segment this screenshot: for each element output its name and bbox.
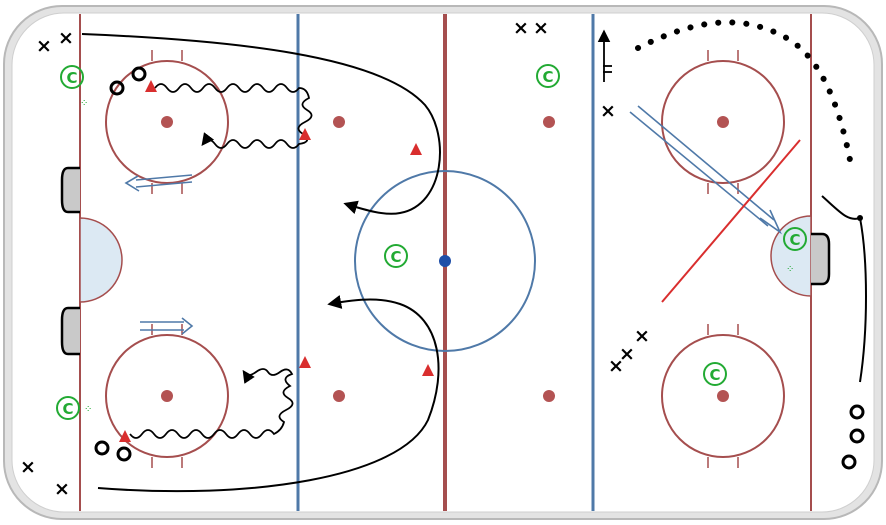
pass-arrow-right-diagonal bbox=[629, 105, 782, 235]
stickhandle-path-top bbox=[154, 83, 313, 149]
stickhandle-path-bottom bbox=[129, 368, 294, 439]
center-faceoff-dot bbox=[439, 255, 451, 267]
puck-dot bbox=[857, 215, 863, 221]
o-player bbox=[131, 66, 147, 82]
x-player-group: × × × bbox=[608, 325, 650, 377]
neutral-dot-right-top bbox=[543, 116, 555, 128]
x-player: × bbox=[58, 27, 74, 49]
x-player: × bbox=[608, 355, 624, 377]
pass-arrow-left-bottom bbox=[140, 317, 194, 335]
svg-text:C: C bbox=[62, 400, 73, 418]
svg-text:⁘: ⁘ bbox=[80, 98, 88, 109]
x-player: × bbox=[36, 35, 52, 57]
cone bbox=[145, 80, 157, 92]
right-goal-crease bbox=[770, 215, 812, 297]
cone bbox=[299, 128, 311, 140]
o-player bbox=[841, 454, 857, 470]
x-player: × bbox=[634, 325, 650, 347]
neutral-dot-left-top bbox=[333, 116, 345, 128]
left-bottom-faceoff-circle bbox=[105, 324, 229, 468]
svg-text:⁘: ⁘ bbox=[84, 404, 92, 415]
cone bbox=[119, 430, 131, 442]
svg-text:C: C bbox=[390, 248, 401, 266]
cone bbox=[299, 356, 311, 368]
coach: C ⁘ bbox=[783, 227, 807, 275]
x-player: × bbox=[600, 100, 616, 122]
left-net-top bbox=[60, 166, 80, 214]
left-top-faceoff-circle bbox=[105, 50, 229, 194]
x-player: × bbox=[513, 17, 529, 39]
coach: C bbox=[703, 362, 727, 386]
svg-text:C: C bbox=[542, 68, 553, 86]
svg-text:C: C bbox=[789, 231, 800, 249]
behind-net-path bbox=[821, 195, 867, 383]
x-player: × bbox=[20, 456, 36, 478]
x-player: × bbox=[619, 343, 635, 365]
svg-text:C: C bbox=[709, 366, 720, 384]
coach: C bbox=[384, 244, 408, 268]
left-goal-crease bbox=[79, 217, 123, 303]
svg-text:⁘: ⁘ bbox=[786, 264, 794, 275]
o-player bbox=[849, 428, 865, 444]
cone bbox=[410, 143, 422, 155]
neutral-dot-right-bottom bbox=[543, 390, 555, 402]
coach: C bbox=[536, 64, 560, 88]
coach: C ⁘ bbox=[56, 396, 92, 420]
neutral-dot-left-bottom bbox=[333, 390, 345, 402]
right-bottom-faceoff-circle bbox=[661, 324, 785, 468]
coach: C ⁘ bbox=[60, 65, 88, 109]
o-player bbox=[94, 440, 110, 456]
svg-text:C: C bbox=[66, 69, 77, 87]
pass-arrow-left-top bbox=[124, 174, 193, 192]
right-net bbox=[811, 232, 831, 286]
left-net-bottom bbox=[60, 306, 80, 356]
center-circle bbox=[354, 170, 536, 352]
skate-arrow-up bbox=[597, 29, 612, 82]
right-top-faceoff-circle bbox=[661, 50, 785, 194]
x-player: × bbox=[54, 478, 70, 500]
x-player: × bbox=[533, 17, 549, 39]
cone bbox=[422, 364, 434, 376]
o-player bbox=[109, 80, 125, 96]
o-player bbox=[116, 446, 132, 462]
o-player bbox=[849, 404, 865, 420]
skate-path-bottom-loop bbox=[97, 295, 440, 493]
skate-path-top-loop bbox=[81, 33, 441, 215]
shot-line bbox=[661, 139, 801, 303]
